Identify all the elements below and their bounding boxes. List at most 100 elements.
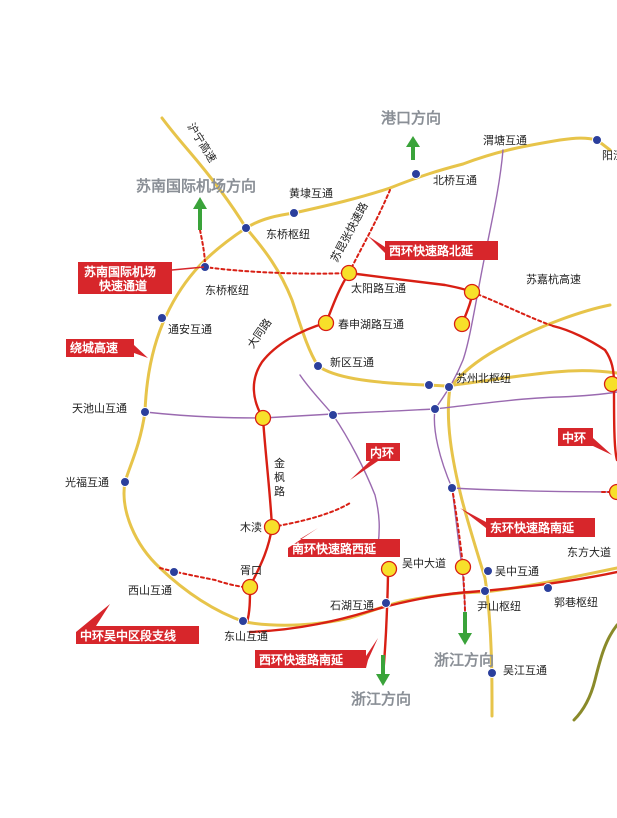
label-su-kun-zhang: 苏昆张快速路 — [328, 200, 370, 264]
north-hub-east-branch — [444, 369, 617, 388]
purple-road-east-branch — [451, 487, 617, 493]
label-dongfang-avenue: 东方大道 — [567, 545, 611, 559]
label-yinshan: 尹山枢纽 — [477, 599, 521, 613]
jinfeng-char-1: 金 — [274, 456, 285, 470]
callout-airport-express: 苏南国际机场 快速通道 — [78, 262, 205, 294]
ynode-donghuan — [454, 558, 472, 576]
callout-airport-express-line1: 苏南国际机场 — [84, 264, 156, 279]
node-guangfu — [120, 477, 130, 487]
ynode-sujiahang-2 — [453, 315, 471, 333]
callout-airport-express-line2: 快速通道 — [99, 278, 147, 293]
label-beiqiao: 北桥互通 — [433, 174, 477, 187]
ynode-east-2 — [608, 483, 617, 501]
label-guoxiang: 郭巷枢纽 — [554, 595, 598, 609]
callout-inner-ring: 内环 — [350, 443, 400, 480]
node-shihu — [381, 598, 391, 608]
label-shihu: 石湖互通 — [330, 599, 374, 612]
callout-raocheng-text: 绕城高速 — [70, 340, 118, 355]
label-xinqu: 新区互通 — [330, 355, 374, 369]
direction-zhejiang-east: 浙江方向 — [434, 651, 494, 669]
node-purple-1 — [328, 410, 338, 420]
ynode-mudu — [263, 518, 281, 536]
south-ring-red — [248, 570, 617, 634]
label-hu-ning: 沪宁高速 — [184, 120, 219, 165]
direction-arrows — [193, 136, 472, 686]
node-huangdai — [289, 208, 299, 218]
label-guangfu: 光福互通 — [65, 475, 109, 489]
ynode-east — [603, 375, 617, 393]
node-north-hub-1 — [424, 380, 434, 390]
callout-middle-ring-wuzhong-text: 中环吴中区段支线 — [80, 628, 176, 643]
ring-expressway-north — [244, 136, 612, 230]
place-labels: 黄埭互通 北桥互通 渭塘互通 阳澄 东桥枢纽 东桥枢纽 太阳路互通 苏嘉杭高速 … — [65, 133, 617, 677]
jinfeng-char-2: 枫 — [274, 470, 285, 484]
purple-road-east-west — [144, 391, 617, 419]
node-wuzhong — [483, 566, 493, 576]
label-tongan: 通安互通 — [168, 322, 212, 336]
planned-nanhuan-west — [271, 502, 351, 528]
ynode-chunshenhu — [317, 314, 335, 332]
ynode-tianchi-inner — [254, 409, 272, 427]
huning-expressway-north — [160, 116, 248, 230]
arrow-down-icon — [458, 612, 472, 645]
node-guoxiang — [543, 583, 553, 593]
purple-road-xinqu — [299, 374, 380, 546]
node-xinqu — [313, 361, 323, 371]
node-xishan — [169, 567, 179, 577]
label-weitang: 渭塘互通 — [483, 133, 527, 147]
callout-middle-ring-wuzhong: 中环吴中区段支线 — [76, 604, 199, 644]
middle-ring-east — [551, 324, 617, 462]
ynode-taiyang — [340, 264, 358, 282]
node-tongan — [157, 313, 167, 323]
planned-sujiahang-link — [471, 291, 554, 327]
label-tianchishan: 天池山互通 — [72, 402, 127, 415]
label-yangcheng: 阳澄 — [602, 148, 617, 162]
node-yangcheng — [592, 135, 602, 145]
node-donghuan — [447, 483, 457, 493]
direction-port: 港口方向 — [381, 109, 441, 127]
ynode-sujiahang-1 — [463, 283, 481, 301]
label-taiyang: 太阳路互通 — [351, 282, 406, 295]
callout-nanhuan-west: 南环快速路西延 — [288, 528, 400, 557]
yellow-nodes — [241, 264, 617, 596]
arrow-up-icon — [193, 197, 207, 230]
node-yinshan — [480, 586, 490, 596]
label-datong-road: 大同路 — [244, 316, 274, 351]
label-xishan: 西山互通 — [128, 584, 172, 597]
label-dongqiao-2: 东桥枢纽 — [205, 283, 249, 297]
node-wujiang — [487, 668, 497, 678]
arrow-up-icon — [406, 136, 420, 160]
callout-xihuan-south: 西环快速路南延 — [255, 638, 378, 668]
callout-xihuan-north-text: 西环快速路北延 — [389, 243, 474, 258]
interchange-nodes — [120, 135, 602, 678]
callout-donghuan-south-text: 东环快速路南延 — [490, 520, 575, 535]
label-jinfeng-road: 金 枫 路 — [274, 456, 285, 498]
node-beiqiao — [411, 169, 421, 179]
arrow-down-icon — [376, 655, 390, 686]
label-chunshenhu: 春申湖路互通 — [338, 318, 404, 331]
node-purple-2 — [430, 404, 440, 414]
callouts: 苏南国际机场 快速通道 绕城高速 西环快速路北延 内环 中环 东环快速路南延 南… — [66, 236, 612, 668]
olive-road — [572, 623, 617, 722]
label-wuzhong-interchange: 吴中互通 — [495, 565, 539, 578]
node-north-hub-2 — [444, 382, 454, 392]
callout-raocheng: 绕城高速 — [66, 339, 148, 358]
node-dongqiao-1 — [241, 223, 251, 233]
label-mudu: 木渎 — [240, 520, 262, 534]
label-dongqiao-1: 东桥枢纽 — [266, 227, 310, 241]
label-suzhou-north-hub: 苏州北枢纽 — [456, 371, 511, 385]
ynode-xukou — [241, 578, 259, 596]
node-dongshan — [238, 616, 248, 626]
planned-airport-express — [199, 229, 350, 275]
sujiahang-expressway — [446, 303, 612, 718]
callout-middle-ring: 中环 — [558, 428, 612, 455]
label-xukou: 胥口 — [240, 564, 262, 577]
label-dongshan: 东山互通 — [224, 630, 268, 643]
ring-expressway-west — [122, 226, 248, 624]
node-tianchishan — [140, 407, 150, 417]
ynode-wuzhong-avenue — [380, 560, 398, 578]
callout-donghuan-south: 东环快速路南延 — [460, 508, 595, 537]
callout-inner-ring-text: 内环 — [370, 445, 394, 460]
direction-airport: 苏南国际机场方向 — [136, 177, 256, 195]
